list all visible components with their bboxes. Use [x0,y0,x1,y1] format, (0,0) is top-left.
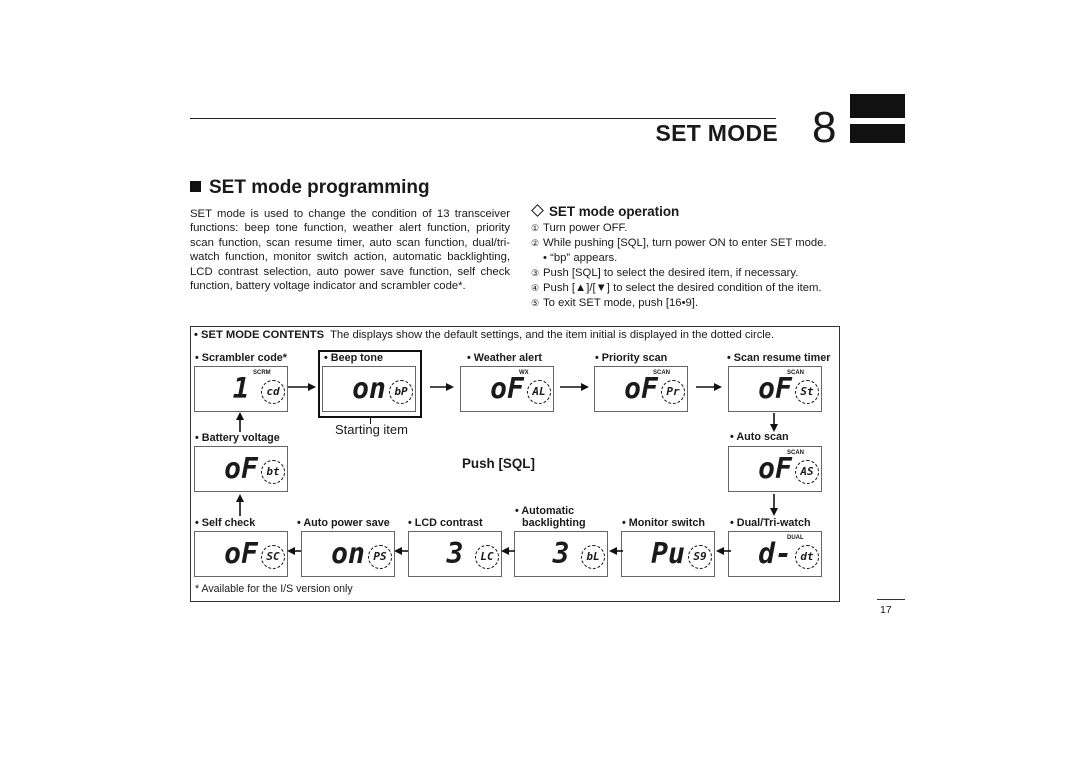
item-initial-circle: bL [581,545,605,569]
lcd-value: d- [758,537,792,570]
label-beep-tone: • Beep tone [324,352,383,364]
lcd-display: d-DUAL dt [728,531,822,577]
starting-item-pointer [370,416,371,424]
lcd-indicator: SCRM [253,370,271,376]
lcd-indicator: SCAN [653,370,671,376]
item-initial-circle: AL [527,380,551,404]
lcd-value: oF [490,372,524,405]
item-initial-circle: dt [795,545,819,569]
chapter-number: 8 [812,103,837,152]
label-scan-resume-timer: • Scan resume timer [727,352,831,364]
push-sql-label: Push [SQL] [462,456,535,471]
lcd-value: oF [758,372,792,405]
label-battery-voltage: • Battery voltage [195,432,280,444]
operation-title: SET mode operation [531,204,679,219]
chapter-tab-top [850,94,905,118]
label-self-check: • Self check [195,517,256,529]
item-initial-circle: Pr [661,380,685,404]
lcd-indicator: WX [519,370,529,376]
item-initial-circle: PS [368,545,392,569]
starting-item-label: Starting item [335,422,408,437]
lcd-value: Pu [651,537,685,570]
label-lcd-contrast: • LCD contrast [408,517,483,529]
lcd-indicator: DUAL [787,535,804,541]
lcd-value: 1 [232,372,250,405]
lcd-display: 3 LC [408,531,502,577]
footnote: * Available for the I/S version only [195,583,353,595]
label-weather-alert: • Weather alert [467,352,542,364]
chapter-tab-bottom [850,124,905,143]
item-initial-circle: SC [261,545,285,569]
lcd-value: on [331,537,365,570]
square-bullet-icon [190,181,201,192]
label-monitor-switch: • Monitor switch [622,517,705,529]
lcd-value: oF [224,537,258,570]
lcd-value: 3 [446,537,464,570]
header-rule [190,118,776,119]
intro-paragraph: SET mode is used to change the condition… [190,208,510,293]
lcd-value: oF [224,452,258,485]
item-initial-circle: LC [475,545,499,569]
label-backlighting: backlighting [522,517,586,529]
chapter-title: SET MODE [655,120,778,146]
lcd-value: oF [624,372,658,405]
page-number: 17 [880,604,892,616]
diamond-icon [531,204,544,217]
lcd-indicator: SCAN [787,450,805,456]
lcd-value: oF [758,452,792,485]
label-dual-tri-watch: • Dual/Tri-watch [730,517,811,529]
label-automatic: • Automatic [515,505,575,517]
lcd-indicator: SCAN [787,370,805,376]
lcd-value: 3 [552,537,570,570]
label-auto-power-save: • Auto power save [297,517,390,529]
section-title: SET mode programming [190,177,430,199]
item-initial-circle: S9 [688,545,712,569]
label-scrambler-code: • Scrambler code* [195,352,287,364]
item-initial-circle: bt [261,460,285,484]
lcd-display: 3 bL [514,531,608,577]
step-2-note: • “bp” appears. [543,252,618,264]
label-auto-scan: • Auto scan [730,431,789,443]
set-mode-contents-box [190,326,840,602]
lcd-value: on [352,372,386,405]
item-initial-circle: AS [795,460,819,484]
item-initial-circle: bP [389,380,413,404]
flow-arrows [236,383,778,555]
item-initial-circle: cd [261,380,285,404]
label-priority-scan: • Priority scan [595,352,668,364]
item-initial-circle: St [795,380,819,404]
page-number-rule [877,599,905,600]
